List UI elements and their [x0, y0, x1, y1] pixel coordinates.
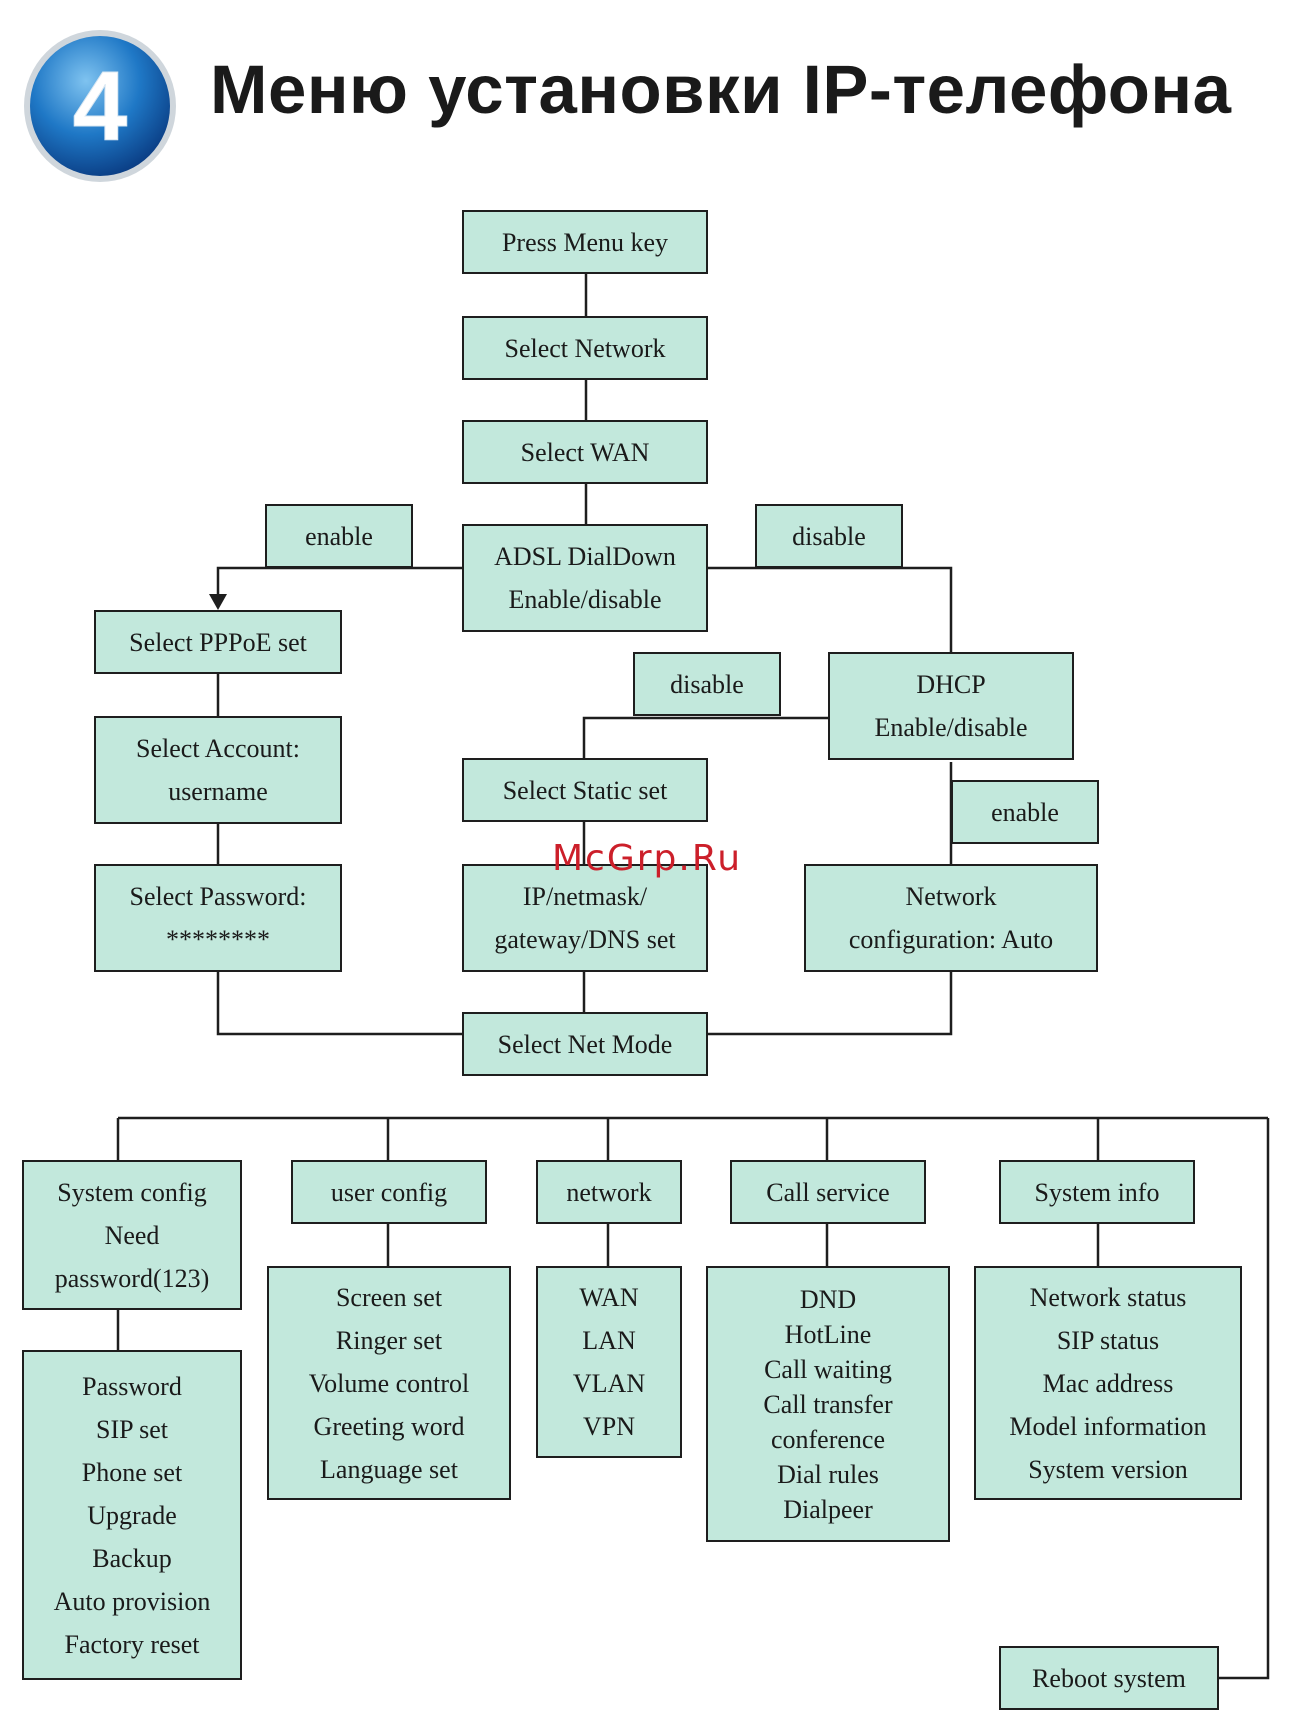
box-line: Select WAN	[520, 437, 650, 467]
box-line: Call waiting	[764, 1354, 892, 1384]
box-line: Model information	[1009, 1411, 1207, 1441]
box-line: Mac address	[1042, 1368, 1174, 1398]
box-line: Dial rules	[777, 1459, 879, 1489]
box-line: Select Net Mode	[497, 1029, 673, 1059]
box-line: LAN	[582, 1326, 636, 1355]
box-line: Call transfer	[763, 1389, 893, 1419]
user-config-box: user config	[291, 1160, 487, 1224]
network-items-box: WAN LAN VLAN VPN	[536, 1266, 682, 1458]
box-line: Dialpeer	[783, 1494, 873, 1524]
box-line: Language set	[320, 1454, 458, 1484]
box-line: Backup	[92, 1543, 172, 1573]
box-line: ********	[166, 925, 270, 954]
select-static-box: Select Static set	[462, 758, 708, 822]
box-line: Select Account:	[136, 734, 300, 763]
system-info-box: System info	[999, 1160, 1195, 1224]
select-wan-box: Select WAN	[462, 420, 708, 484]
dhcp-box: DHCP Enable/disable	[828, 652, 1074, 760]
box-line: Phone set	[81, 1457, 183, 1487]
box-line: Greeting word	[313, 1411, 465, 1441]
box-line: Select PPPoE set	[129, 627, 307, 657]
select-net-mode-box: Select Net Mode	[462, 1012, 708, 1076]
label-disable-right: disable	[755, 504, 903, 568]
box-line: Select Network	[504, 333, 666, 363]
label-disable-mid: disable	[633, 652, 781, 716]
box-line: conference	[770, 1424, 886, 1454]
box-line: VLAN	[572, 1369, 646, 1398]
box-line: SIP set	[96, 1414, 168, 1444]
box-line: Enable/disable	[874, 713, 1028, 742]
reboot-system-box: Reboot system	[999, 1646, 1219, 1710]
box-line: Need	[104, 1220, 160, 1250]
step-badge-icon: 4	[24, 30, 176, 182]
select-pppoe-box: Select PPPoE set	[94, 610, 342, 674]
arrow-down-icon	[209, 594, 227, 610]
box-line: HotLine	[784, 1319, 872, 1349]
box-line: enable	[991, 797, 1059, 827]
box-line: Reboot system	[1032, 1663, 1186, 1693]
box-line: Call service	[766, 1177, 890, 1207]
step-number: 4	[73, 51, 128, 161]
box-line: password(123)	[54, 1263, 210, 1293]
box-line: Volume control	[308, 1368, 470, 1398]
select-password-box: Select Password: ********	[94, 864, 342, 972]
box-line: WAN	[579, 1283, 639, 1312]
box-line: Password	[82, 1371, 182, 1401]
call-service-box: Call service	[730, 1160, 926, 1224]
box-line: Auto provision	[53, 1586, 211, 1616]
select-account-box: Select Account: username	[94, 716, 342, 824]
box-line: IP/netmask/	[522, 882, 648, 911]
box-line: System info	[1034, 1177, 1160, 1207]
box-line: DHCP	[916, 670, 986, 699]
box-line: Network status	[1029, 1282, 1187, 1312]
box-line: Select Static set	[502, 775, 668, 805]
network-box: network	[536, 1160, 682, 1224]
page-title: Меню установки IP-телефона	[210, 51, 1232, 128]
label-enable-dhcp: enable	[951, 780, 1099, 844]
box-line: VPN	[582, 1412, 635, 1441]
box-line: SIP status	[1056, 1325, 1160, 1355]
press-menu-key-box: Press Menu key	[462, 210, 708, 274]
box-line: Upgrade	[87, 1500, 177, 1530]
box-line: DND	[799, 1284, 857, 1314]
box-line: disable	[792, 521, 866, 551]
box-line: enable	[305, 521, 373, 551]
box-line: System config	[57, 1177, 207, 1207]
box-line: Enable/disable	[508, 585, 662, 614]
box-line: disable	[670, 669, 744, 699]
box-line: user config	[330, 1177, 448, 1207]
box-line: Ringer set	[335, 1325, 443, 1355]
select-network-box: Select Network	[462, 316, 708, 380]
box-line: gateway/DNS set	[494, 925, 676, 954]
box-line: Factory reset	[64, 1629, 200, 1659]
box-line: Press Menu key	[501, 227, 669, 257]
box-line: System version	[1028, 1454, 1188, 1484]
box-line: username	[168, 777, 268, 806]
watermark: McGrp.Ru	[552, 838, 743, 879]
box-line: network	[566, 1177, 652, 1207]
label-enable-left: enable	[265, 504, 413, 568]
ip-netmask-box: IP/netmask/gateway/DNS set	[462, 864, 708, 972]
network-auto-box: Network configuration: Auto	[804, 864, 1098, 972]
box-line: configuration: Auto	[848, 925, 1054, 954]
box-line: Screen set	[335, 1282, 443, 1312]
box-line: Select Password:	[129, 882, 307, 911]
box-line: ADSL DialDown	[494, 542, 676, 571]
box-line: Network	[905, 882, 997, 911]
